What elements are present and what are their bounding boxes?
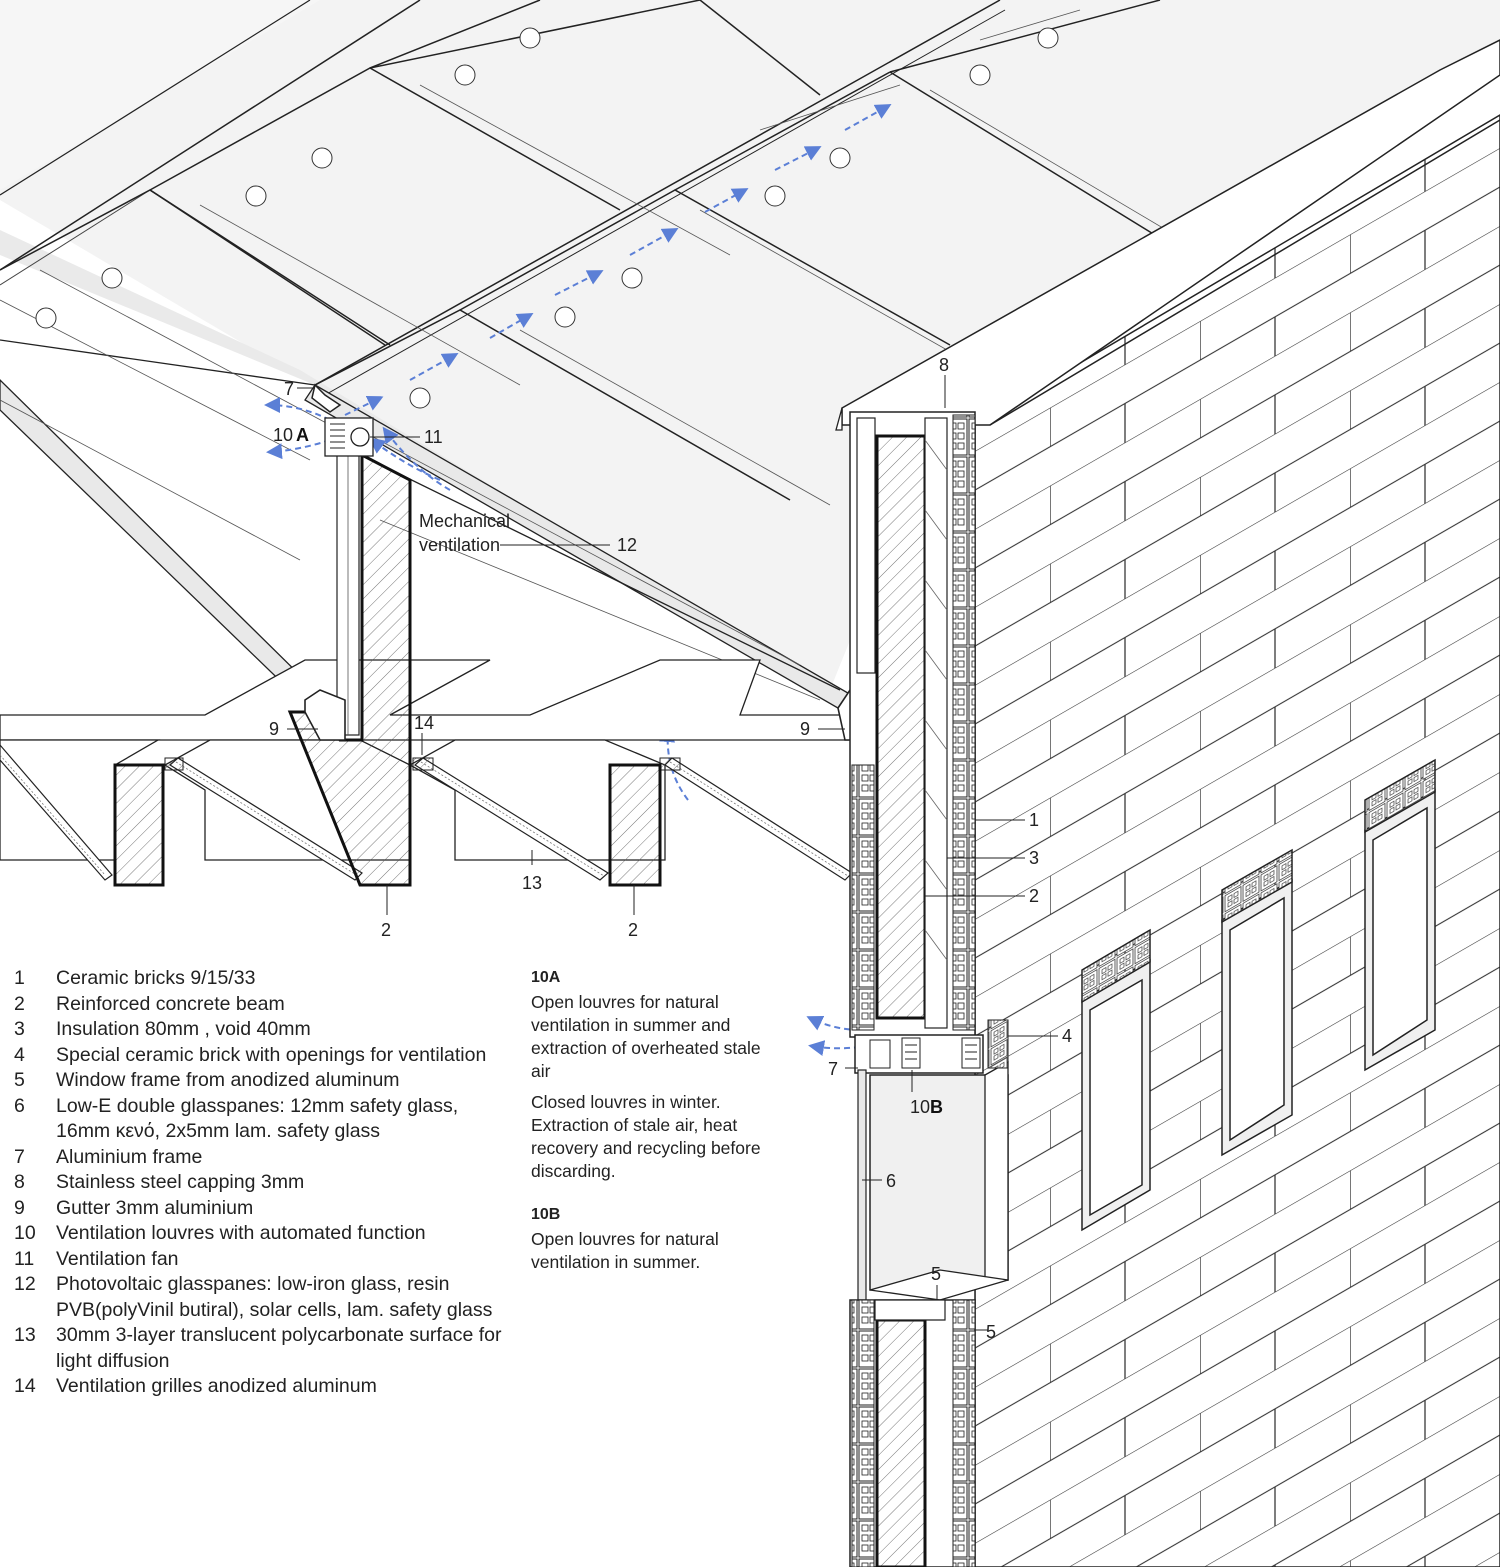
- legend-item-number: 6: [14, 1094, 25, 1117]
- callout-10b-letter: B: [930, 1097, 943, 1117]
- legend-item: 9 Gutter 3mm aluminium: [14, 1196, 514, 1222]
- legend-item-text: Gutter 3mm aluminium: [56, 1196, 254, 1219]
- mechanical-ventilation-label-line2: ventilation: [419, 535, 500, 555]
- floor-section: [0, 383, 871, 887]
- legend-item: 12 Photovoltaic glasspanes: low-iron glas…: [14, 1272, 514, 1323]
- legend-item: 13 30mm 3-layer translucent polycarbonate…: [14, 1323, 514, 1374]
- callout-8: 8: [939, 355, 949, 375]
- legend-item-text: Ventilation louvres with automated funct…: [56, 1222, 426, 1244]
- legend-item-number: 1: [14, 967, 25, 989]
- legend-item-number: 9: [14, 1196, 25, 1219]
- callout-7-window: 7: [828, 1059, 838, 1079]
- leader-lines: [287, 375, 1058, 1331]
- legend-item: 14 Ventilation grilles anodized aluminum: [14, 1374, 514, 1400]
- legend-item-number: 12: [14, 1273, 36, 1295]
- photovoltaic-roof: [0, 0, 1500, 716]
- callout-10a-letter: A: [296, 425, 309, 445]
- callout-1: 1: [1029, 810, 1039, 830]
- note-10b-title: 10B: [531, 1206, 561, 1223]
- legend-item: 7 Aluminium frame: [14, 1145, 514, 1171]
- callout-2-left-beam: 2: [628, 920, 638, 940]
- brick-facade: [835, 39, 1500, 1567]
- legend-item-number: 11: [14, 1247, 35, 1270]
- legend-item-number: 10: [14, 1222, 36, 1244]
- callout-10b-number: 10: [910, 1097, 930, 1117]
- callout-5-frame: 5: [986, 1322, 996, 1342]
- callout-2-center: 2: [381, 920, 391, 940]
- callout-5-sill: 5: [931, 1264, 941, 1284]
- legend-item: 8 Stainless steel capping 3mm: [14, 1170, 514, 1196]
- callout-11: 11: [424, 427, 443, 447]
- callout-9-left: 9: [269, 719, 279, 739]
- legend-item-text: Window frame from anodized aluminum: [56, 1069, 400, 1091]
- callout-12: 12: [617, 535, 637, 555]
- legend-item-text: Stainless steel capping 3mm: [56, 1171, 305, 1193]
- wall-section: [849, 411, 1009, 1567]
- note-10a-title: 10A: [531, 969, 561, 986]
- callout-2-wall: 2: [1029, 886, 1039, 906]
- note-10b-summer: Open louvres for natural ventilation in …: [531, 1229, 719, 1272]
- mechanical-ventilation-label-line1: Mechanical: [419, 511, 510, 531]
- legend: 1 Ceramic bricks 9/15/33 2 Reinforced conc…: [14, 966, 514, 1400]
- callout-labels: 7 10 A 11 Mechanical ventilation 12 9 14…: [269, 355, 1072, 1342]
- legend-item-text: Aluminium frame: [56, 1145, 203, 1168]
- callout-6: 6: [886, 1171, 896, 1191]
- legend-item: 2 Reinforced concrete beam: [14, 992, 514, 1018]
- legend-item: 4 Special ceramic brick with openings for…: [14, 1043, 514, 1069]
- callout-10a-number: 10: [273, 425, 293, 445]
- legend-item-number: 5: [14, 1069, 25, 1091]
- callout-14: 14: [414, 713, 434, 733]
- legend-item: 11 Ventilation fan: [14, 1247, 514, 1273]
- callout-7-roof: 7: [284, 379, 294, 399]
- legend-item-number: 4: [14, 1043, 25, 1066]
- legend-item-text: Photovoltaic glasspanes: low-iron glass,…: [56, 1273, 493, 1321]
- legend-item-number: 14: [14, 1375, 36, 1397]
- ventilation-notes: 10A Open louvres for natural ventilation…: [531, 966, 771, 1282]
- legend-item: 1 Ceramic bricks 9/15/33: [14, 966, 514, 992]
- callout-13: 13: [522, 873, 542, 893]
- callout-3: 3: [1029, 848, 1039, 868]
- note-spacer: [531, 1191, 771, 1203]
- legend-item-number: 8: [14, 1171, 25, 1193]
- legend-item-text: Ventilation grilles anodized aluminum: [56, 1375, 377, 1397]
- legend-item: 10 Ventilation louvres with automated fun…: [14, 1221, 514, 1247]
- legend-item-text: Special ceramic brick with openings for …: [56, 1043, 487, 1066]
- legend-item: 3 Insulation 80mm , void 40mm: [14, 1017, 514, 1043]
- legend-item-text: Low-E double glasspanes: 12mm safety gla…: [56, 1094, 459, 1143]
- legend-item-text: 30mm 3-layer translucent polycarbonate s…: [56, 1324, 502, 1372]
- legend-item-text: Ceramic bricks 9/15/33: [56, 967, 256, 989]
- legend-item: 6 Low-E double glasspanes: 12mm safety gl…: [14, 1094, 514, 1145]
- callout-4: 4: [1062, 1026, 1072, 1046]
- note-10a-winter: Closed louvres in winter. Extraction of …: [531, 1092, 761, 1181]
- legend-item-text: Insulation 80mm , void 40mm: [56, 1018, 311, 1040]
- legend-item: 5 Window frame from anodized aluminum: [14, 1068, 514, 1094]
- callout-9-right: 9: [800, 719, 810, 739]
- legend-item-text: Ventilation fan: [56, 1247, 179, 1270]
- legend-item-number: 13: [14, 1324, 36, 1346]
- legend-item-number: 2: [14, 992, 25, 1015]
- legend-item-number: 3: [14, 1018, 25, 1040]
- legend-item-text: Reinforced concrete beam: [56, 992, 285, 1015]
- note-10a-summer: Open louvres for natural ventilation in …: [531, 992, 761, 1081]
- legend-item-number: 7: [14, 1145, 25, 1168]
